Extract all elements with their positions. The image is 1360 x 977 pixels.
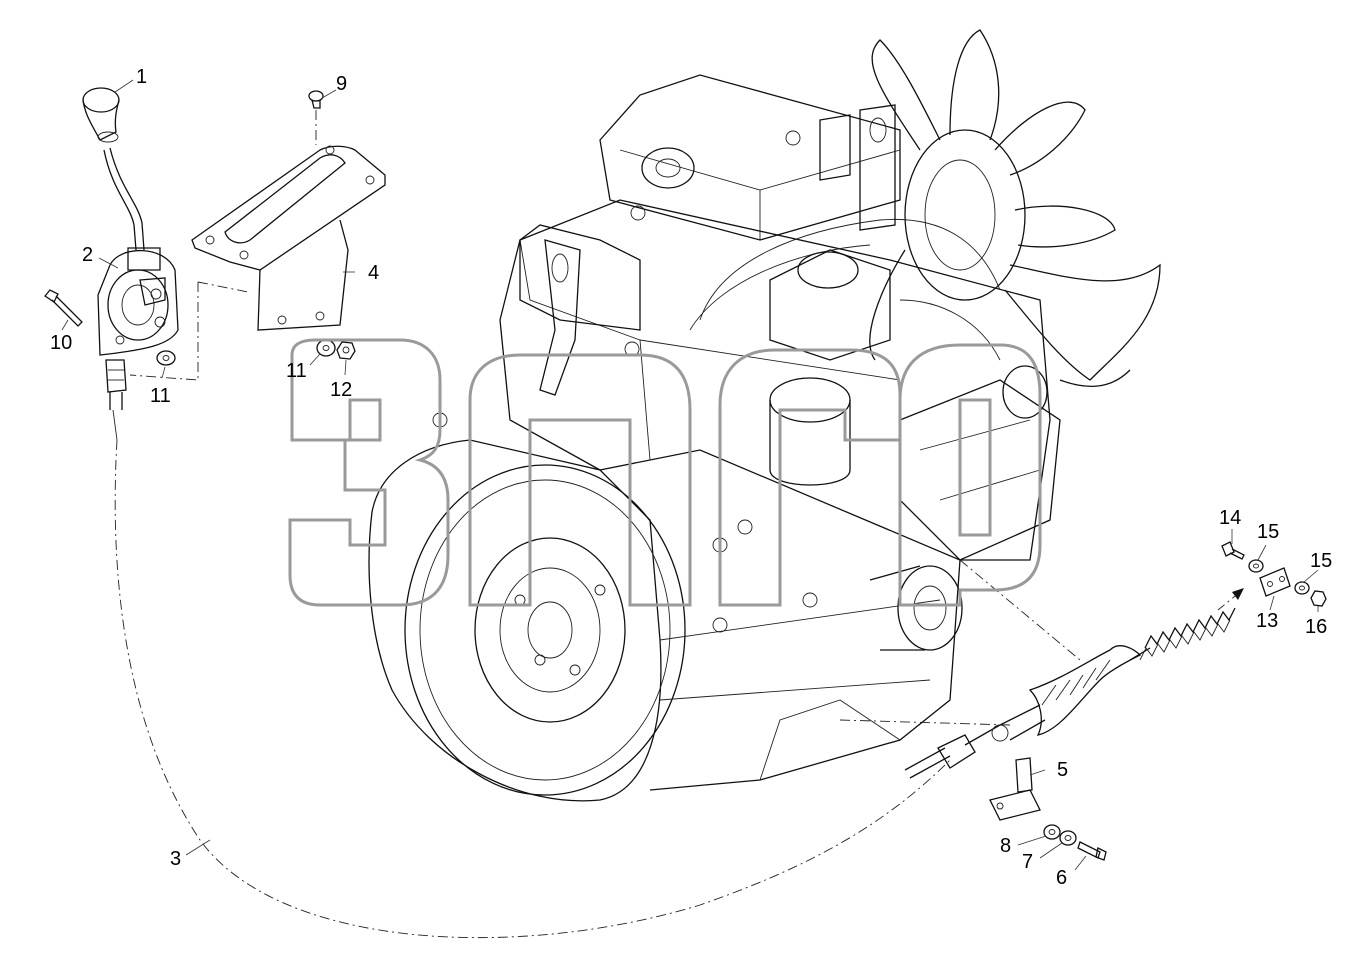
part-washer-8 (1043, 824, 1061, 840)
label-part-14: 14 (1219, 507, 1241, 529)
label-part-1: 1 (136, 66, 147, 88)
part-bolt-10 (44, 289, 83, 327)
label-part-15b: 15 (1310, 550, 1332, 572)
part-screw-9 (308, 90, 324, 109)
label-part-9: 9 (336, 73, 347, 95)
label-part-16: 16 (1305, 616, 1327, 638)
label-part-8: 8 (1000, 835, 1011, 857)
label-part-3: 3 (170, 848, 181, 870)
label-part-10: 10 (50, 332, 72, 354)
cooling-fan (869, 29, 1161, 387)
label-part-12: 12 (330, 379, 352, 401)
part-washer-11a (156, 350, 176, 366)
watermark-logo (288, 338, 1042, 607)
part-nut-16 (1310, 590, 1327, 607)
label-part-4: 4 (368, 262, 379, 284)
label-part-2: 2 (82, 244, 93, 266)
label-part-15a: 15 (1257, 521, 1279, 543)
part-cable-clamp (989, 757, 1041, 821)
part-knob (82, 87, 120, 143)
label-part-6: 6 (1056, 867, 1067, 889)
label-part-5: 5 (1057, 759, 1068, 781)
label-part-13: 13 (1256, 610, 1278, 632)
label-part-11a: 11 (150, 385, 171, 407)
part-throttle-cable-path (114, 439, 951, 939)
part-mounting-bracket (129, 110, 386, 381)
part-labels: 1 2 3 4 5 6 7 8 9 10 11 11 12 13 14 15 1… (50, 66, 1332, 889)
part-link-plate-13 (1259, 567, 1291, 597)
part-bolt-6 (1077, 841, 1107, 861)
part-nut-12 (336, 341, 356, 360)
part-cable-end (839, 559, 1244, 779)
engine-assembly (368, 74, 1061, 802)
label-part-11b: 11 (286, 360, 307, 382)
part-washer-15a (1248, 559, 1264, 573)
part-washer-11b (316, 339, 336, 357)
part-washer-7 (1059, 830, 1077, 846)
part-bolt-14 (1221, 541, 1245, 560)
label-part-7: 7 (1022, 851, 1033, 873)
part-throttle-lever (97, 147, 179, 441)
part-washer-15b (1294, 581, 1310, 595)
leader-lines (61, 79, 1319, 871)
